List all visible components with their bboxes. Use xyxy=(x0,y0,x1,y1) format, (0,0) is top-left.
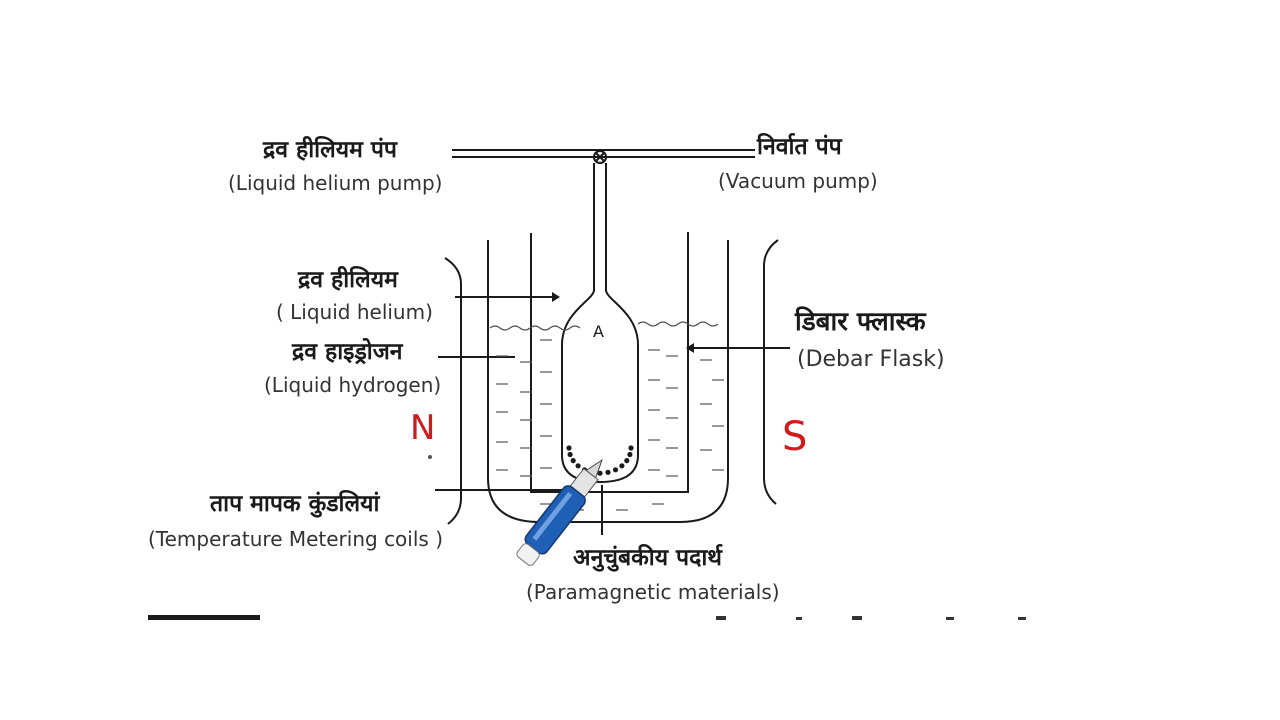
label-dewar-flask-hi: डिबार फ्लास्क xyxy=(795,307,926,337)
magnet-pole-north xyxy=(444,257,462,525)
label-helium-pump-hi: द्रव हीलियम पंप xyxy=(263,137,397,163)
paramagnetic-sample xyxy=(566,445,634,476)
label-chamber-a: A xyxy=(593,322,604,341)
chamber-a xyxy=(561,289,639,484)
sample-dot xyxy=(627,451,633,458)
sample-dot xyxy=(628,445,634,451)
arrow-dewar-flask xyxy=(686,343,694,353)
sample-dot xyxy=(619,463,625,469)
label-paramagnetic-hi: अनुचुंबकीय पदार्थ xyxy=(573,545,722,571)
label-liquid-hydrogen-en: (Liquid hydrogen) xyxy=(264,373,442,397)
label-vacuum-pump-en: (Vacuum pump) xyxy=(718,169,878,193)
sample-dot xyxy=(597,470,603,476)
label-temp-coils-en: (Temperature Metering coils ) xyxy=(148,527,443,551)
liquid-dashes xyxy=(496,339,724,511)
label-pole-north: N xyxy=(410,408,436,448)
liquid-surface-left xyxy=(489,325,581,331)
label-pole-south: S xyxy=(782,414,808,460)
label-dewar-flask-en: (Debar Flask) xyxy=(797,347,945,372)
sample-dot xyxy=(605,469,611,475)
label-temp-coils-hi: ताप मापक कुंडलियां xyxy=(210,491,380,517)
sample-dot xyxy=(570,458,576,464)
inner-dewar xyxy=(530,232,689,493)
outer-dewar xyxy=(487,240,729,523)
sample-dot xyxy=(567,451,573,458)
arrow-liquid-helium xyxy=(552,292,560,302)
magnet-pole-south xyxy=(763,239,779,505)
mark-dot xyxy=(428,455,432,459)
sample-dot xyxy=(575,463,581,469)
label-liquid-helium-hi: द्रव हीलियम xyxy=(298,267,398,293)
label-vacuum-pump-hi: निर्वात पंप xyxy=(757,134,842,160)
sample-dot xyxy=(612,467,619,473)
sample-dot xyxy=(624,458,630,464)
label-helium-pump-en: (Liquid helium pump) xyxy=(228,171,443,195)
valve xyxy=(593,150,607,164)
pen-cursor-icon xyxy=(516,458,603,566)
liquid-surface-right xyxy=(637,321,719,327)
label-liquid-hydrogen-hi: द्रव हाइड्रोजन xyxy=(292,339,403,365)
bottom-bar xyxy=(148,615,260,620)
sample-dot xyxy=(566,445,572,451)
label-paramagnetic-en: (Paramagnetic materials) xyxy=(526,580,780,604)
label-liquid-helium-en: ( Liquid helium) xyxy=(276,300,433,324)
